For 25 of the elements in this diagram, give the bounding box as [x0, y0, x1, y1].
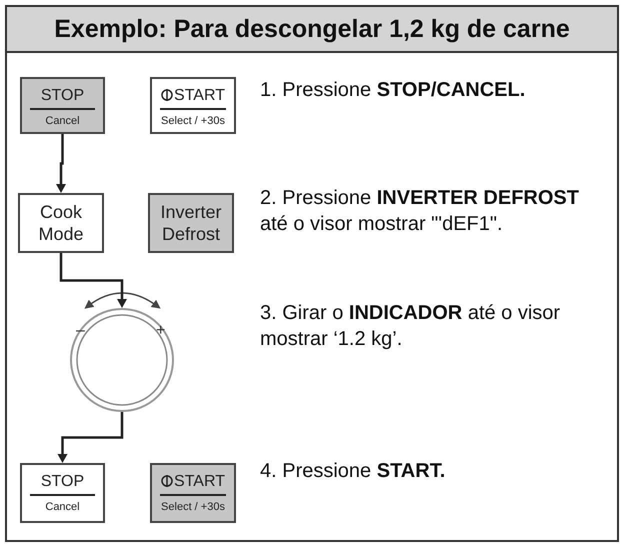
step-text: 3. Girar o INDICADOR até o visor mostrar ‘1.2 kg’. [260, 301, 562, 352]
step-text: 2. Pressione INVERTER DEFROST até o visor mostrar "'dEF1". [260, 186, 580, 237]
dial-knob [70, 308, 174, 412]
button-label: STOP [40, 473, 84, 490]
button-sublabel: Cancel [44, 115, 81, 127]
button-sublabel: Cancel [44, 501, 81, 513]
plus-mark: + [156, 322, 166, 340]
button-sublabel: Select / +30s [160, 501, 226, 513]
minus-mark: – [76, 322, 85, 340]
button-panel [20, 77, 105, 134]
button-sublabel: Select / +30s [160, 115, 226, 127]
step-text: 4. Pressione START. [260, 459, 446, 484]
button-panel [150, 77, 236, 134]
down-arrow [60, 253, 127, 308]
button-label: START [174, 473, 225, 490]
down-arrow [58, 412, 124, 463]
control-button: Cook Mode [18, 193, 104, 253]
down-arrow [56, 134, 66, 193]
button-label: STOP [40, 87, 84, 104]
control-button: Inverter Defrost [148, 193, 234, 253]
title-bar: Exemplo: Para descongelar 1,2 kg de carne [7, 7, 617, 53]
button-label: START [174, 87, 225, 104]
button-panel [150, 463, 236, 523]
step-text: 1. Pressione STOP/CANCEL. [260, 78, 526, 103]
button-panel [20, 463, 105, 523]
